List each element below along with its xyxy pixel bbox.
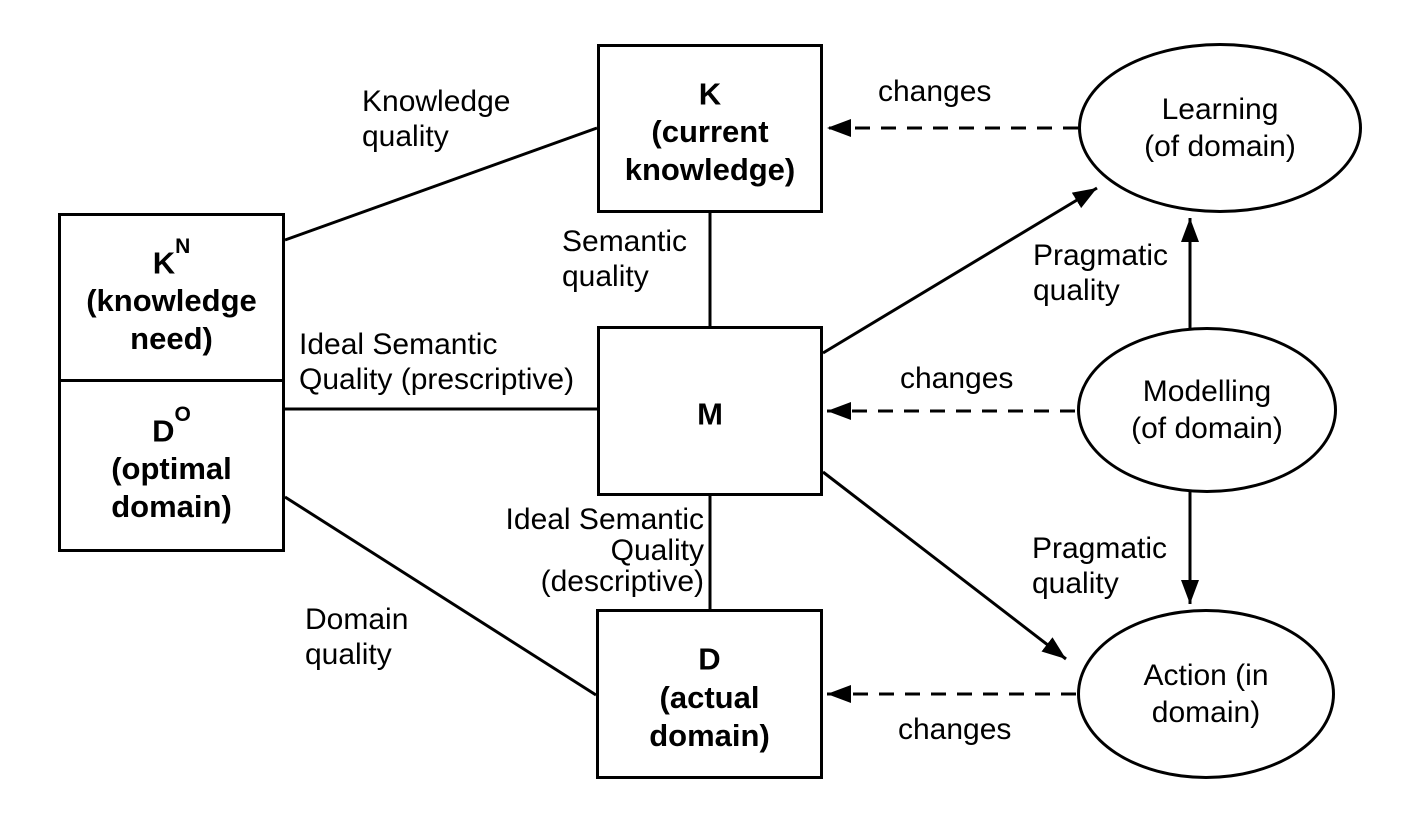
node-d-actual-domain: D (actual domain)	[596, 609, 823, 779]
label-ideal-semantic-descriptive: Ideal Semantic Quality (descriptive)	[505, 503, 704, 598]
node-k-line2: (current	[651, 114, 769, 150]
superscript: N	[175, 234, 191, 258]
node-kn-symbol: KN	[152, 234, 191, 281]
node-kn-line2: (knowledge	[86, 283, 257, 319]
node-do-optimal-domain: DO (optimal domain)	[58, 382, 285, 552]
node-do-line2: (optimal	[111, 451, 232, 487]
node-kn-line3: need)	[130, 321, 213, 357]
label-ideal-semantic-prescriptive: Ideal Semantic Quality (prescriptive)	[299, 328, 575, 396]
label-pragmatic-quality-top: Pragmatic quality	[1033, 239, 1169, 307]
edge-domain-quality	[284, 495, 597, 697]
label-changes-bottom: changes	[898, 713, 1012, 746]
node-kn-knowledge-need: KN (knowledge need)	[58, 213, 285, 382]
node-k-line3: knowledge)	[624, 152, 796, 188]
node-d-symbol: D	[698, 641, 721, 677]
ellipse-learning-line1: Learning	[1161, 93, 1279, 126]
node-k-current-knowledge: K (current knowledge)	[597, 44, 823, 213]
node-do-line3: domain)	[111, 489, 232, 525]
label-pragmatic-quality-bottom: Pragmatic quality	[1032, 532, 1168, 600]
ellipse-modelling-line1: Modelling	[1142, 375, 1272, 408]
arrow-m-to-learning	[822, 186, 1098, 355]
node-d-line3: domain)	[649, 717, 770, 753]
ellipse-action-line2: domain)	[1151, 696, 1261, 729]
ellipse-action: Action (in domain)	[1077, 609, 1335, 779]
label-changes-top: changes	[878, 75, 992, 108]
node-m-symbol: M	[697, 396, 723, 432]
ellipse-modelling: Modelling (of domain)	[1077, 327, 1337, 493]
edge-knowledge-quality	[284, 126, 598, 242]
arrow-m-to-action	[822, 470, 1067, 661]
node-do-symbol: DO	[152, 402, 191, 449]
label-domain-quality: Domain quality	[305, 603, 409, 671]
ellipse-learning-line2: (of domain)	[1144, 130, 1296, 163]
label-knowledge-quality: Knowledge quality	[362, 85, 511, 153]
label-semantic-quality: Semantic quality	[562, 225, 688, 293]
node-m-model: M	[597, 326, 823, 496]
superscript: O	[174, 402, 191, 426]
ellipse-learning: Learning (of domain)	[1078, 43, 1362, 213]
ellipse-action-line1: Action (in	[1143, 659, 1269, 692]
node-d-line2: (actual	[659, 679, 760, 715]
label-changes-middle: changes	[900, 362, 1014, 395]
node-k-symbol: K	[698, 76, 722, 112]
ellipse-modelling-line2: (of domain)	[1131, 412, 1283, 445]
